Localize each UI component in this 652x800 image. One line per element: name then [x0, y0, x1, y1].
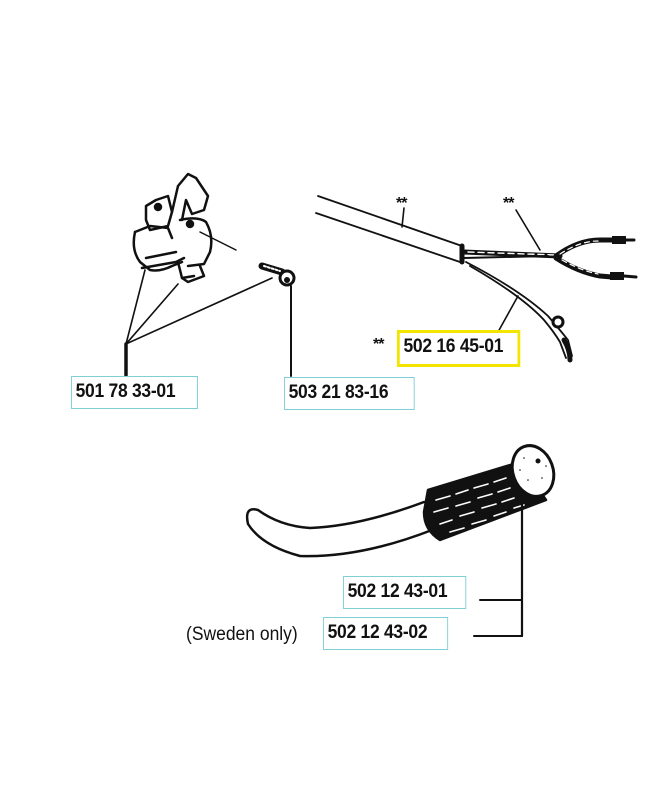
clamp-illustration — [132, 172, 237, 284]
part-label-clamp[interactable]: 501 78 33-01 — [71, 376, 198, 409]
part-label-handle-grip-sweden[interactable]: 502 12 43-02 — [323, 617, 449, 650]
part-label-screw[interactable]: 503 21 83-16 — [284, 377, 415, 410]
callout-marker-wires: ** — [503, 195, 514, 212]
screw-illustration — [258, 262, 296, 287]
leader-lines-top-left — [124, 269, 292, 377]
cable-illustration — [315, 195, 638, 363]
cable-part-prefix: ** — [373, 336, 384, 353]
sweden-only-note: (Sweden only) — [186, 624, 298, 645]
part-label-cable[interactable]: 502 16 45-01 — [397, 330, 521, 367]
handle-grip-illustration — [245, 444, 556, 638]
part-label-handle-grip[interactable]: 502 12 43-01 — [343, 576, 467, 609]
callout-marker-sheath: ** — [396, 195, 407, 212]
